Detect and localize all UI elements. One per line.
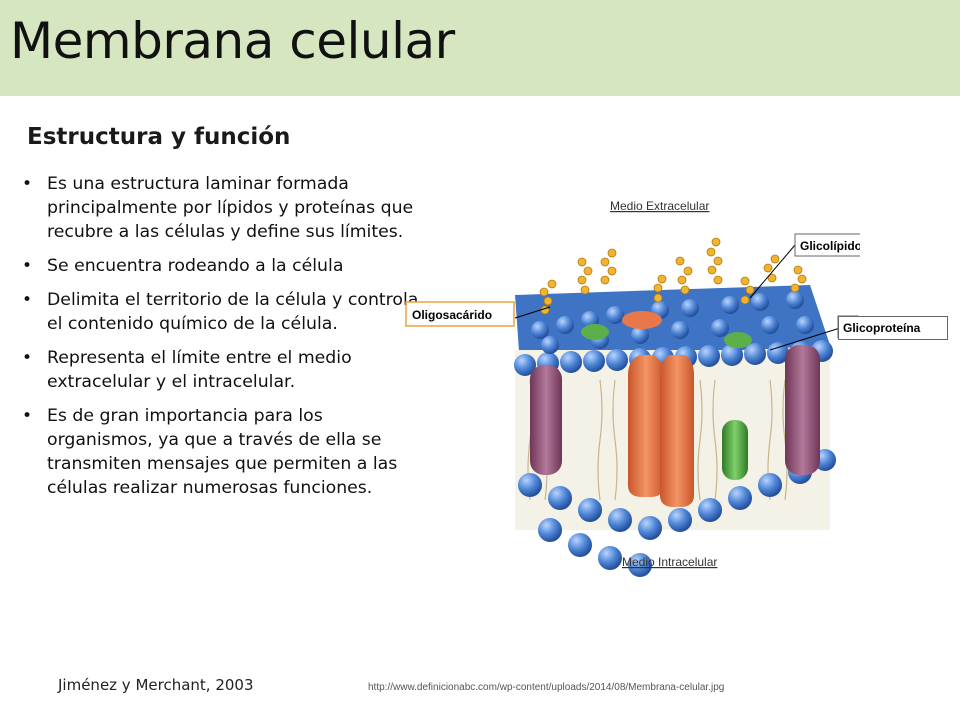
- purple-protein-left: [530, 365, 562, 475]
- bullet-dot: •: [22, 406, 33, 426]
- sugar-chains: [539, 237, 807, 315]
- bullet-dot: •: [22, 348, 33, 368]
- callout-oligosacarido: Oligosacárido: [412, 308, 492, 322]
- orange-protein-top: [622, 311, 662, 329]
- green-protein-top: [581, 324, 609, 340]
- bullet-item: • Representa el límite entre el medio ext…: [20, 346, 420, 394]
- green-protein: [722, 420, 748, 480]
- bullet-list: • Es una estructura laminar formada princ…: [20, 172, 420, 510]
- membrane-diagram: Medio Extracelular Medio Intracelular Ol…: [405, 199, 860, 577]
- purple-protein-right: [785, 345, 820, 475]
- callout-glicolipido-box: [794, 233, 860, 257]
- label-medio-extracelular: Medio Extracelular: [610, 199, 709, 213]
- orange-channel-protein: [628, 355, 664, 497]
- bullet-dot: •: [22, 290, 33, 310]
- title-bar: Membrana celular: [0, 0, 960, 96]
- callout-lines: [514, 244, 841, 351]
- callout-glicolipido: Glicolípido: [800, 239, 860, 253]
- bullet-item: • Es una estructura laminar formada princ…: [20, 172, 420, 244]
- bullet-dot: •: [22, 256, 33, 276]
- bullet-text: Se encuentra rodeando a la célula: [47, 256, 344, 276]
- bullet-text: Es de gran importancia para los organism…: [47, 406, 398, 498]
- bullet-item: • Es de gran importancia para los organis…: [20, 404, 420, 500]
- green-protein-top-2: [724, 332, 752, 348]
- bullet-item: • Delimita el territorio de la célula y c…: [20, 288, 420, 336]
- slide-subtitle: Estructura y función: [27, 124, 291, 150]
- source-url: http://www.definicionabc.com/wp-content/…: [368, 682, 725, 693]
- phospholipid-heads-bottom: [518, 449, 836, 577]
- citation: Jiménez y Merchant, 2003: [58, 676, 254, 694]
- bullet-text: Delimita el territorio de la célula y co…: [47, 290, 419, 334]
- orange-channel-protein-2: [660, 355, 694, 507]
- callout-glicoproteina-label: Glicoproteína: [838, 316, 948, 340]
- bullet-text: Es una estructura laminar formada princi…: [47, 174, 414, 242]
- bullet-item: • Se encuentra rodeando a la célula: [20, 254, 420, 278]
- bullet-dot: •: [22, 174, 33, 194]
- bullet-text: Representa el límite entre el medio extr…: [47, 348, 352, 392]
- slide-title: Membrana celular: [10, 12, 455, 70]
- label-medio-intracelular: Medio Intracelular: [622, 555, 717, 569]
- callout-oligosacarido-box: [405, 301, 515, 327]
